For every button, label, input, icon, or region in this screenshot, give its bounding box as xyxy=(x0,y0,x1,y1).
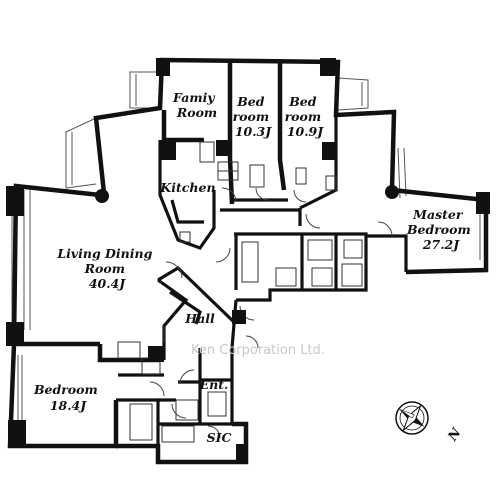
room-label-bedroom: Bedroom 18.4J xyxy=(33,382,102,413)
room-label-hall: Hall xyxy=(184,311,215,326)
door-swings xyxy=(149,187,393,439)
interior-walls xyxy=(116,115,408,446)
room-label-bedroom-2: Bed room 10.9J xyxy=(285,94,326,139)
structural-columns xyxy=(6,58,490,462)
room-label-family: Famiy Room xyxy=(172,90,219,120)
room-label-sic: SIC xyxy=(207,430,232,445)
outer-walls xyxy=(7,57,489,465)
room-label-entrance: Ent. xyxy=(199,377,229,392)
room-label-master-bedroom: Master Bedroom 27.2J xyxy=(406,207,475,252)
room-label-living-dining: Living Dining Room 40.4J xyxy=(56,246,156,291)
watermark-text: Ken Corporation Ltd. xyxy=(191,343,325,358)
room-label-kitchen: Kitchen xyxy=(159,180,215,195)
room-labels: Famiy Room Bed room 10.3J Bed room 10.9J… xyxy=(33,90,475,445)
compass-north-label: N xyxy=(445,425,465,445)
room-label-bedroom-1: Bed room 10.3J xyxy=(233,94,274,139)
detail-lines xyxy=(117,141,363,443)
compass-rose-icon xyxy=(395,401,429,435)
